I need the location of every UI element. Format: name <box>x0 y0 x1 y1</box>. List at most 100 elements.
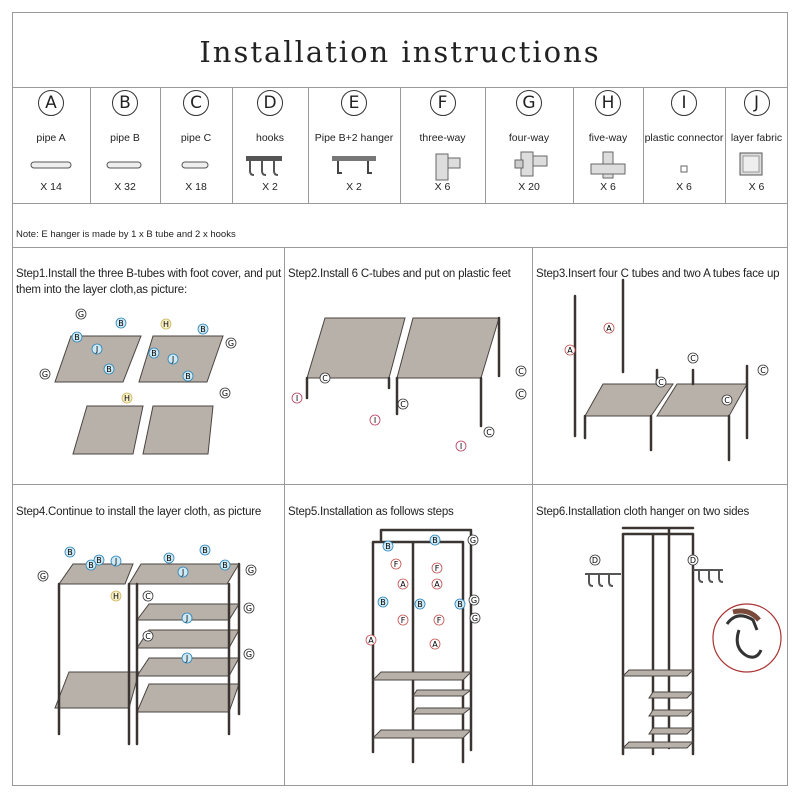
step-caption: Step5.Installation as follows steps <box>288 506 454 518</box>
divider <box>12 484 788 485</box>
svg-text:I: I <box>460 442 462 451</box>
svg-text:A: A <box>606 324 612 333</box>
svg-text:F: F <box>435 564 440 573</box>
divider <box>400 87 401 203</box>
svg-text:B: B <box>88 561 94 570</box>
svg-text:B: B <box>417 600 423 609</box>
part-letter: B <box>112 90 138 116</box>
svg-text:C: C <box>145 592 151 601</box>
part-letter: H <box>595 90 621 116</box>
pipe-long-icon <box>12 148 90 182</box>
svg-text:B: B <box>96 556 102 565</box>
part-name: pipe C <box>180 132 212 144</box>
svg-text:F: F <box>394 560 399 569</box>
svg-text:C: C <box>400 400 406 409</box>
part-d: D hooks X 2 <box>232 88 308 200</box>
svg-text:G: G <box>471 596 477 605</box>
svg-text:H: H <box>113 592 119 601</box>
part-e: E Pipe B+2 hanger X 2 <box>308 88 400 200</box>
step-4-panel: Step4.Continue to install the layer clot… <box>13 504 284 784</box>
pipe-short-icon <box>160 148 232 182</box>
svg-text:C: C <box>724 396 730 405</box>
three-way-connector-icon <box>400 148 485 182</box>
part-quantity: X 20 <box>518 181 540 193</box>
svg-text:C: C <box>518 367 524 376</box>
svg-text:C: C <box>518 390 524 399</box>
part-quantity: X 6 <box>600 181 616 193</box>
part-name: three-way <box>419 132 466 144</box>
part-i: I plastic connector X 6 <box>643 88 725 200</box>
step-3-panel: Step3.Insert four C tubes and two A tube… <box>533 266 787 481</box>
step-caption: Step3.Insert four C tubes and two A tube… <box>536 268 780 280</box>
divider <box>160 87 161 203</box>
part-letter: C <box>183 90 209 116</box>
svg-text:B: B <box>74 333 80 342</box>
svg-text:B: B <box>185 372 191 381</box>
step-1-panel: Step1.Install the three B-tubes with foo… <box>13 266 284 481</box>
part-f: F three-way X 6 <box>400 88 485 200</box>
svg-text:G: G <box>222 389 228 398</box>
part-name: plastic connector <box>644 132 724 144</box>
svg-text:C: C <box>690 354 696 363</box>
svg-text:A: A <box>432 640 438 649</box>
step-5-illustration: B B G F F A A B B B G F F G A A <box>365 528 481 764</box>
step-caption: Step4.Continue to install the layer clot… <box>16 506 262 518</box>
part-quantity: X 32 <box>114 181 136 193</box>
svg-text:H: H <box>163 320 169 329</box>
svg-text:C: C <box>760 366 766 375</box>
svg-text:B: B <box>385 542 391 551</box>
svg-text:B: B <box>432 536 438 545</box>
svg-text:D: D <box>690 556 696 565</box>
svg-text:B: B <box>380 598 386 607</box>
svg-text:B: B <box>67 548 73 557</box>
part-quantity: X 6 <box>434 181 451 193</box>
step-3-illustration: A A C C C C <box>564 278 769 462</box>
part-letter: A <box>38 90 64 116</box>
svg-text:B: B <box>222 561 228 570</box>
part-name: five-way <box>588 132 628 144</box>
divider <box>308 87 309 203</box>
step-caption: Step2.Install 6 C-tubes and put on plast… <box>288 268 511 280</box>
plastic-connector-icon <box>643 148 725 182</box>
part-c: C pipe C X 18 <box>160 88 232 200</box>
svg-text:H: H <box>124 394 130 403</box>
divider <box>643 87 644 203</box>
svg-text:J: J <box>185 654 188 663</box>
part-letter: G <box>516 90 542 116</box>
svg-text:J: J <box>185 614 188 623</box>
svg-text:B: B <box>151 349 157 358</box>
step-caption: Step6.Installation cloth hanger on two s… <box>536 506 750 518</box>
part-quantity: X 18 <box>185 181 207 193</box>
part-letter: D <box>257 90 283 116</box>
four-way-connector-icon <box>485 148 573 182</box>
part-quantity: X 14 <box>40 181 62 193</box>
svg-text:B: B <box>166 554 172 563</box>
assembly-note: Note: E hanger is made by 1 x B tube and… <box>16 229 236 240</box>
svg-text:G: G <box>246 650 252 659</box>
part-h: H five-way X 6 <box>573 88 643 200</box>
svg-text:B: B <box>202 546 208 555</box>
divider <box>284 247 285 786</box>
divider <box>90 87 91 203</box>
step-6-panel: Step6.Installation cloth hanger on two s… <box>533 504 787 784</box>
part-name: layer fabric <box>730 132 783 144</box>
svg-text:B: B <box>457 600 463 609</box>
part-name: pipe A <box>36 132 66 144</box>
svg-text:G: G <box>42 370 48 379</box>
part-quantity: X 6 <box>748 181 765 193</box>
divider <box>12 247 788 248</box>
svg-text:G: G <box>246 604 252 613</box>
divider <box>532 247 533 786</box>
svg-text:G: G <box>78 310 84 319</box>
step-2-panel: Step2.Install 6 C-tubes and put on plast… <box>285 266 532 481</box>
svg-text:B: B <box>106 365 112 374</box>
hooks-icon <box>585 573 621 587</box>
svg-text:C: C <box>658 378 664 387</box>
part-letter: I <box>671 90 697 116</box>
step-2-illustration: C I C C C I C I <box>291 316 527 452</box>
divider <box>725 87 726 203</box>
svg-text:I: I <box>374 416 376 425</box>
svg-text:J: J <box>181 568 184 577</box>
divider <box>573 87 574 203</box>
svg-text:G: G <box>472 614 478 623</box>
